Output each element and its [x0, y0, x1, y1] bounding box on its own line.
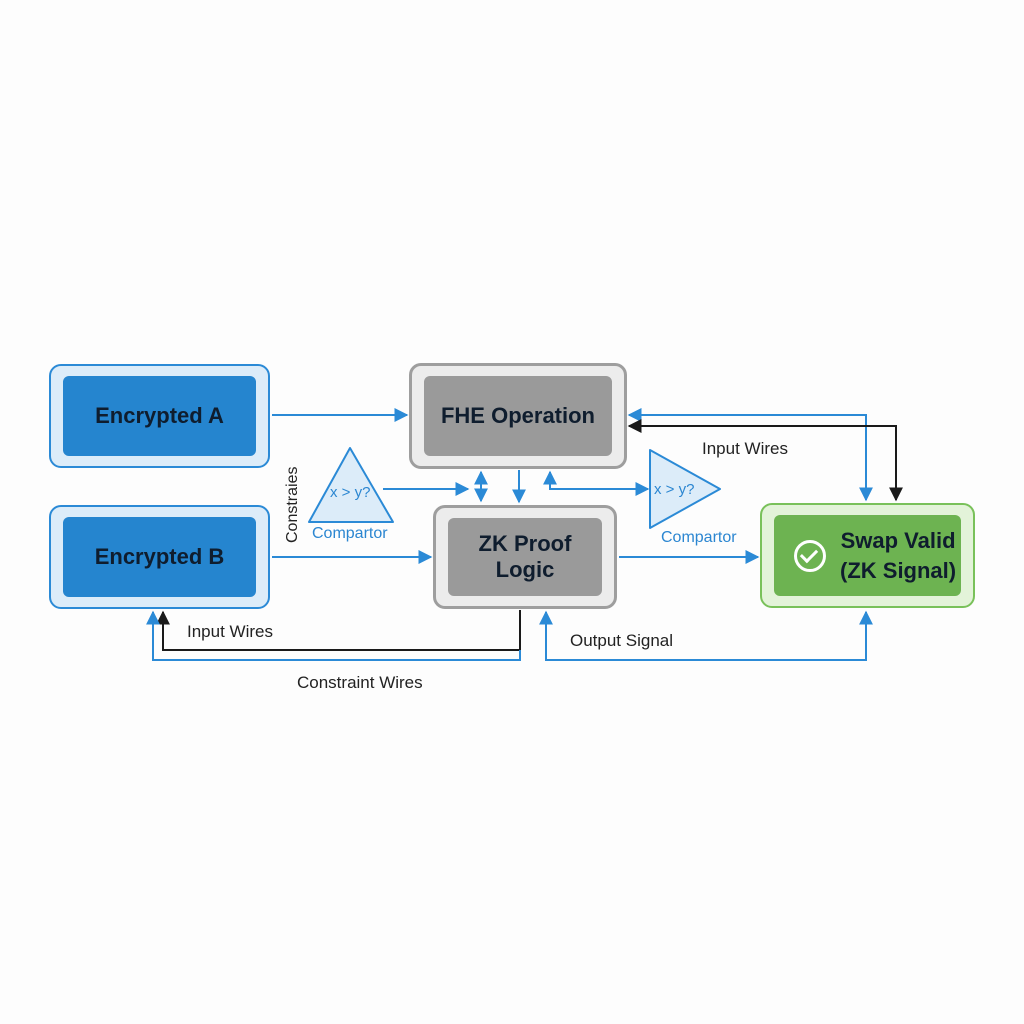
wire-output-signal [539, 610, 873, 661]
constraints-label: Constraies [284, 466, 301, 543]
comparator-right-label: Compartor [661, 529, 737, 546]
input-wires-top-label: Input Wires [702, 439, 788, 458]
wire-zk-to-b-black [156, 610, 521, 651]
encrypted-b-label: Encrypted B [63, 517, 256, 597]
encrypted-b-node: Encrypted B [49, 505, 270, 609]
fhe-operation-label: FHE Operation [424, 376, 612, 456]
swap-valid-inner: Swap Valid (ZK Signal) [774, 515, 961, 596]
encrypted-a-node: Encrypted A [49, 364, 270, 468]
comparator-left-triangle [308, 447, 394, 523]
zk-proof-logic-node: ZK Proof Logic [433, 505, 617, 609]
wire-fhe-swap-black [627, 419, 903, 502]
swap-valid-node: Swap Valid (ZK Signal) [760, 503, 975, 608]
input-wires-bottom-label: Input Wires [187, 622, 273, 641]
wire-fhe-to-comparator-right [543, 470, 650, 496]
constraint-wires-label: Constraint Wires [297, 673, 423, 692]
comparator-left-expression: x > y? [330, 484, 371, 501]
output-signal-label: Output Signal [570, 631, 674, 650]
comparator-left-label: Compartor [312, 525, 388, 542]
fhe-operation-node: FHE Operation [409, 363, 627, 469]
wire-constraint-to-b [146, 610, 521, 661]
zk-proof-logic-label: ZK Proof Logic [448, 518, 602, 596]
swap-valid-line2: (ZK Signal) [840, 557, 957, 583]
swap-valid-text: Swap Valid (ZK Signal) [840, 526, 956, 586]
check-circle-icon [794, 539, 826, 572]
comparator-right-expression: x > y? [654, 481, 695, 498]
swap-valid-line1: Swap Valid [840, 527, 956, 553]
encrypted-a-label: Encrypted A [63, 376, 256, 456]
